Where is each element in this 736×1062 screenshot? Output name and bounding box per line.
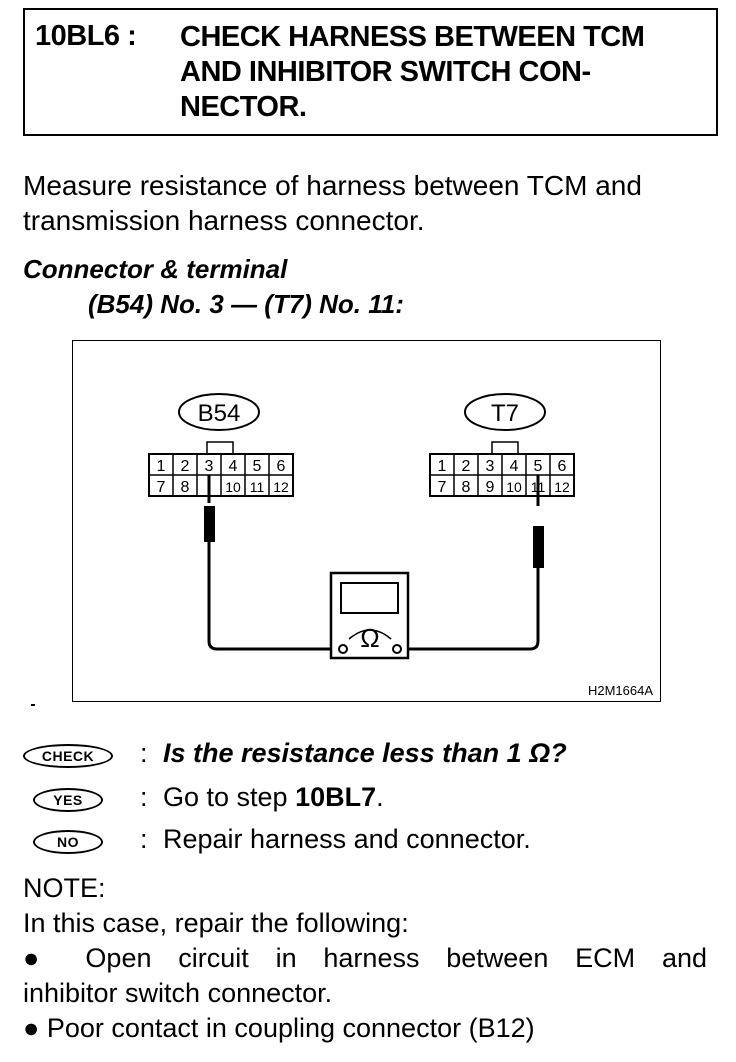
- right-connector-name: T7: [491, 400, 519, 427]
- left-pin-5: 5: [253, 458, 262, 475]
- left-pin-3: 3: [205, 458, 214, 475]
- figure-code: H2M1664A: [588, 683, 653, 698]
- check-question: Is the resistance less than 1 Ω?: [163, 738, 567, 768]
- connector-terminals: (B54) No. 3 — (T7) No. 11:: [88, 289, 404, 319]
- wiring-diagram: B54 T7 1 2 3 4 5 6: [72, 340, 661, 702]
- left-connector-latch: [206, 441, 234, 455]
- note-bullet-1-line-1: ● Open circuit in harness between ECM an…: [23, 941, 707, 975]
- left-connector-columns: [172, 454, 270, 496]
- ohmmeter-dial-arc: [348, 629, 392, 640]
- left-pin-10: 10: [225, 479, 241, 495]
- step-header-box: 10BL6 : CHECK HARNESS BETWEEN TCM AND IN…: [23, 8, 718, 136]
- right-pin-7: 7: [438, 479, 447, 496]
- step-title-line-2: AND INHIBITOR SWITCH CON-: [180, 56, 591, 88]
- right-pin-10: 10: [506, 479, 522, 495]
- left-connector-grid: 1 2 3 4 5 6 7 8 10 11 12: [148, 453, 294, 497]
- left-connector-oval: [178, 393, 260, 431]
- yes-colon: :: [140, 782, 148, 812]
- yes-text: Go to step: [163, 782, 296, 812]
- check-colon: :: [140, 738, 148, 768]
- left-pin-8: 8: [181, 479, 190, 496]
- left-pin-7: 7: [157, 479, 166, 496]
- connector-label: Connector & terminal: [23, 254, 288, 284]
- no-badge: NO: [33, 830, 103, 854]
- ohmmeter: Ω: [329, 571, 410, 660]
- right-probe-handle: [533, 526, 544, 568]
- right-pin-6: 6: [558, 458, 567, 475]
- left-test-lead: [207, 542, 335, 651]
- yes-answer: Go to step 10BL7.: [163, 782, 384, 813]
- left-probe-handle: [204, 506, 215, 542]
- right-connector-oval: [464, 393, 546, 431]
- ohmmeter-right-jack: [392, 644, 402, 654]
- yes-period: .: [376, 782, 384, 812]
- right-pin-4: 4: [510, 458, 519, 475]
- note-heading: NOTE:: [23, 873, 106, 903]
- right-connector-grid: 1 2 3 4 5 6 7 8 9 10 11 12: [429, 453, 575, 497]
- right-pin-1: 1: [438, 458, 447, 475]
- stray-mark: [31, 704, 35, 706]
- instruction-line-2: transmission harness connector.: [23, 205, 425, 236]
- step-title-line-1: CHECK HARNESS BETWEEN TCM: [180, 21, 645, 53]
- no-answer: Repair harness and connector.: [163, 824, 531, 854]
- note-bullet-2-text: Poor contact in coupling connector (B12): [46, 1013, 535, 1043]
- ohmmeter-left-jack: [338, 644, 348, 654]
- left-connector-name: B54: [198, 400, 241, 427]
- right-pin-3: 3: [486, 458, 495, 475]
- left-pin-6: 6: [277, 458, 286, 475]
- ohmmeter-display: [340, 582, 399, 614]
- note-bullet-2: ● Poor contact in coupling connector (B1…: [23, 1011, 535, 1045]
- right-pin-9: 9: [486, 479, 495, 496]
- check-badge: CHECK: [23, 744, 113, 768]
- yes-badge: YES: [33, 788, 103, 812]
- left-pin-2: 2: [181, 458, 190, 475]
- note-bullet-1-text: Open circuit in harness between ECM and: [85, 943, 707, 973]
- right-pin-2: 2: [462, 458, 471, 475]
- left-pin-12: 12: [273, 479, 289, 495]
- left-pin-4: 4: [229, 458, 238, 475]
- step-title-line-3: NECTOR.: [180, 91, 307, 123]
- right-pin-12: 12: [554, 479, 570, 495]
- note-intro: In this case, repair the following:: [23, 908, 409, 938]
- ohm-symbol: Ω: [360, 623, 379, 653]
- note-bullet-1-line-2: inhibitor switch connector.: [23, 978, 333, 1008]
- step-code: 10BL6 :: [35, 20, 137, 52]
- bullet-icon: ●: [23, 943, 59, 973]
- step-title: CHECK HARNESS BETWEEN TCM AND INHIBITOR …: [180, 20, 710, 125]
- right-test-lead: [403, 568, 540, 651]
- right-pin-8: 8: [462, 479, 471, 496]
- left-pin-1: 1: [157, 458, 166, 475]
- left-pin-11: 11: [250, 479, 265, 495]
- right-connector-columns: [453, 454, 551, 496]
- instruction-text: Measure resistance of harness between TC…: [23, 168, 723, 238]
- right-connector-latch: [491, 441, 519, 455]
- bullet-icon: ●: [23, 1013, 40, 1043]
- yes-step-link[interactable]: 10BL7: [295, 782, 377, 812]
- no-colon: :: [140, 824, 148, 854]
- instruction-line-1: Measure resistance of harness between TC…: [23, 170, 642, 201]
- right-pin-5: 5: [534, 458, 543, 475]
- wiring-diagram-svg: B54 T7 1 2 3 4 5 6: [148, 393, 653, 698]
